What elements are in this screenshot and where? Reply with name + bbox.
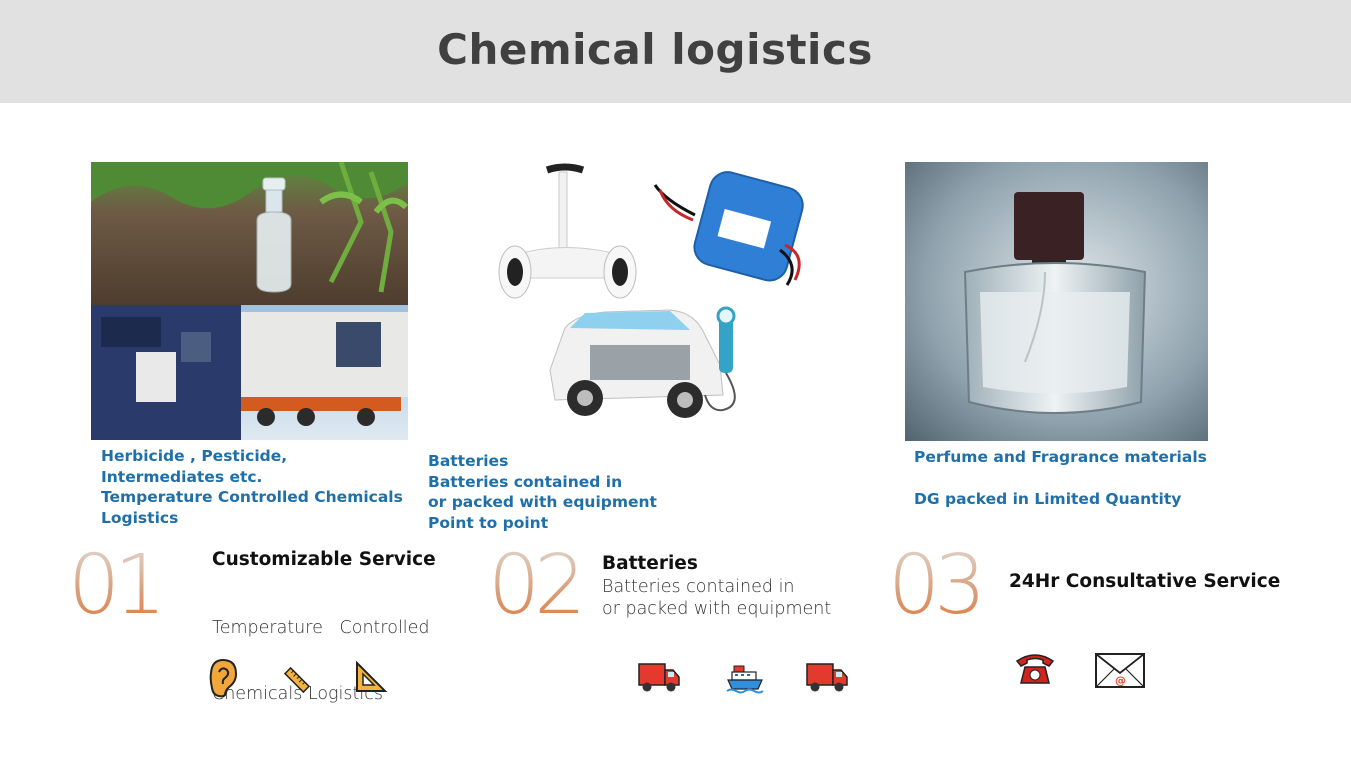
service-number-01: 01 [68,538,166,633]
caption-line: Temperature Controlled Chemicals [101,488,403,506]
subtitle-line: or packed with equipment [602,599,832,619]
panel-3-caption: Perfume and Fragrance materials DG packe… [914,447,1207,509]
svg-text:@: @ [1115,674,1126,687]
batteries-photo [495,160,810,445]
caption-line: Intermediates etc. [101,467,263,486]
ship-icon [726,662,764,698]
subtitle-line: Batteries contained in [602,577,795,597]
panel-1-caption: Herbicide , Pesticide, Intermediates etc… [101,446,403,528]
subtitle-line: Temperature Controlled [212,618,430,638]
caption-line: Batteries contained in [428,472,623,491]
service-title-consultative: 24Hr Consultative Service [1009,571,1281,592]
service-subtitle: Batteries contained in or packed with eq… [602,576,831,620]
header-bar [0,0,1351,103]
caption-line: DG packed in Limited Quantity [914,489,1182,508]
panel-2-caption: Batteries Batteries contained in or pack… [428,451,657,533]
caption-line: Point to point [428,513,549,532]
page-title: Chemical logistics [437,25,873,74]
caption-line: Batteries [428,452,509,470]
perfume-photo [905,162,1208,441]
service-subtitle: Temperature Controlled Chemicals Logisti… [212,573,430,727]
service-title-batteries: Batteries [602,553,698,574]
telephone-icon [1015,651,1055,689]
triangle-ruler-icon [354,660,388,698]
email-icon: @ [1095,653,1145,693]
caption-line: Herbicide , Pesticide, [101,447,288,465]
subtitle-line: Chemicals Logistics [212,684,383,704]
truck-icon [806,661,848,697]
truck-icon [638,661,680,697]
chemicals-photo [91,162,408,440]
caption-line: Perfume and Fragrance materials [914,448,1207,466]
ruler-icon [282,664,312,700]
caption-line: Logistics [101,508,179,527]
ear-icon [208,658,238,702]
caption-line [914,468,1207,489]
service-number-02: 02 [488,538,586,633]
service-number-03: 03 [888,538,986,633]
caption-line: or packed with equipment [428,493,657,511]
service-title-customizable: Customizable Service [212,549,436,570]
